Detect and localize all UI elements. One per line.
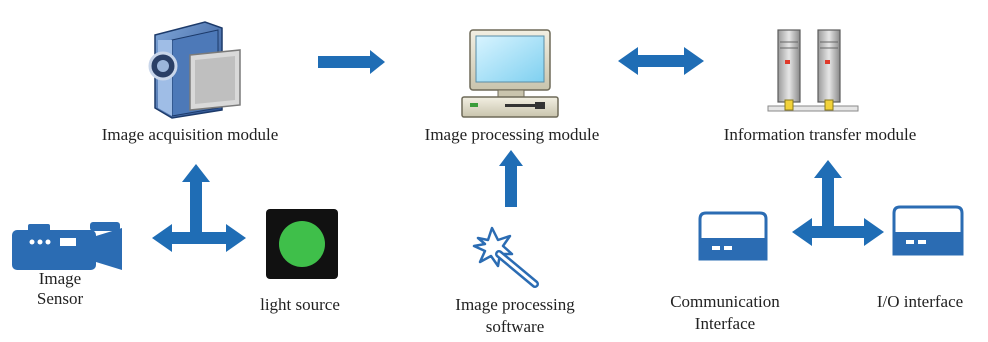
image-sensor-label-line1: Image bbox=[38, 269, 82, 288]
camcorder-icon bbox=[12, 222, 122, 270]
communication-label-line1: Communication bbox=[670, 292, 780, 311]
image-acquisition-label: Image acquisition module bbox=[101, 125, 279, 144]
software-label-line1: Image processing bbox=[455, 295, 575, 314]
magic-wand-icon bbox=[472, 226, 539, 288]
video-camera-icon bbox=[148, 21, 241, 119]
light-source-icon bbox=[266, 209, 338, 279]
computer-icon bbox=[461, 29, 559, 118]
arrow-up bbox=[499, 150, 523, 207]
arrow-double-horizontal bbox=[618, 47, 704, 75]
network-device-icon bbox=[698, 211, 768, 261]
arrow-cross-acquisition bbox=[152, 164, 246, 252]
software-label-line2: software bbox=[485, 317, 545, 336]
io-device-icon bbox=[892, 205, 964, 256]
image-processing-label: Image processing module bbox=[424, 125, 600, 144]
communication-label-line2: Interface bbox=[694, 314, 756, 333]
arrow-cross-transfer bbox=[792, 160, 884, 246]
image-sensor-label-line2: Sensor bbox=[36, 289, 84, 308]
arrow-right bbox=[318, 50, 385, 74]
light-source-label: light source bbox=[260, 295, 340, 314]
information-transfer-label: Information transfer module bbox=[723, 125, 917, 144]
servers-icon bbox=[767, 29, 859, 112]
io-interface-label: I/O interface bbox=[876, 292, 964, 311]
